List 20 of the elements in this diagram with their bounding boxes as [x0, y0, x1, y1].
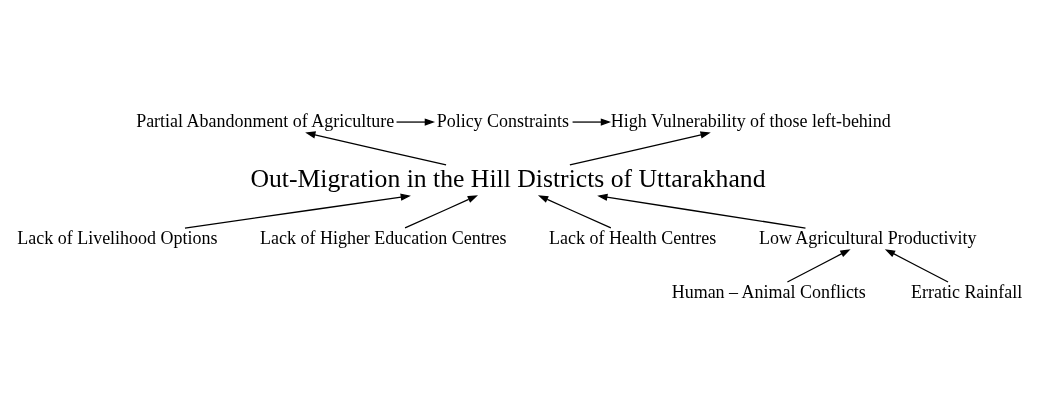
- arrow: [537, 194, 612, 229]
- node-text: Low Agricultural Productivity: [758, 227, 977, 248]
- node-text: Human – Animal Conflicts: [671, 281, 866, 302]
- node-text: Partial Abandonment of Agriculture: [136, 110, 395, 131]
- node-text: Lack of Health Centres: [549, 227, 717, 248]
- arrow: [884, 248, 949, 283]
- arrow: [305, 130, 447, 166]
- node-text: Out-Migration in the Hill Districts of Uttarakhand: [250, 163, 766, 193]
- node-text: Lack of Livelihood Options: [17, 227, 218, 248]
- node-text: High Vulnerability of those left-behind: [610, 110, 891, 131]
- arrow: [786, 248, 851, 283]
- arrow: [184, 193, 411, 229]
- node-text: Erratic Rainfall: [911, 281, 1023, 302]
- arrow: [569, 130, 711, 166]
- arrow: [597, 193, 807, 229]
- arrow: [571, 117, 612, 126]
- node-text: Lack of Higher Education Centres: [260, 227, 507, 248]
- arrow: [404, 194, 478, 229]
- node-text: Policy Constraints: [436, 110, 569, 131]
- arrow: [395, 117, 435, 126]
